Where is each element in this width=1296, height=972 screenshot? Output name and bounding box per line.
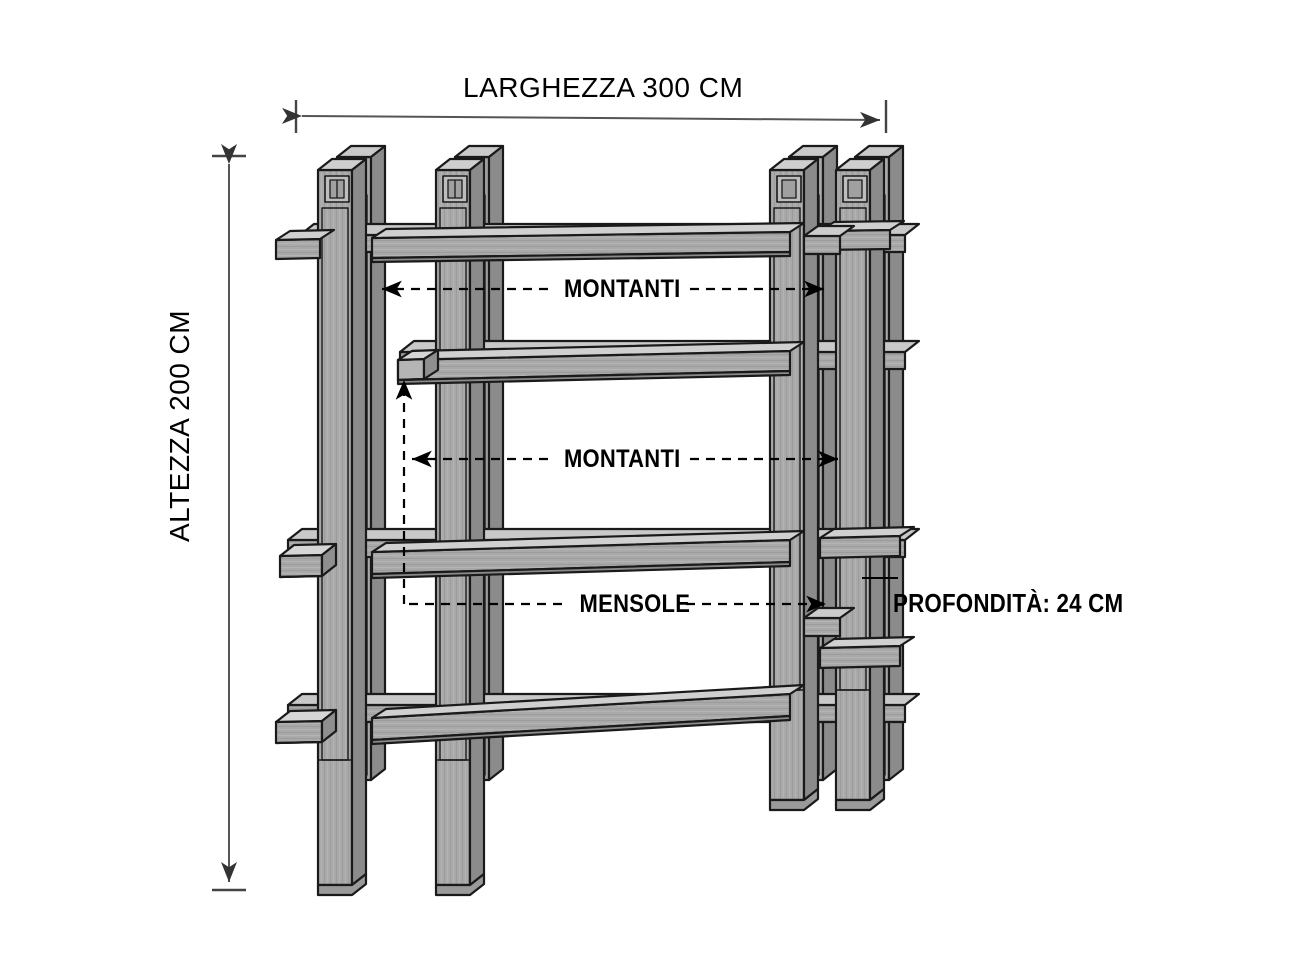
shelf-stub-4-left [274, 708, 338, 745]
post-front-1 [316, 157, 368, 897]
callout-leaders [382, 280, 838, 613]
post-front-3 [768, 157, 820, 812]
callout-label-montanti-mid: MONTANTI [563, 445, 681, 473]
width-dimension-label: LARGHEZZA 300 CM [463, 72, 744, 103]
post-front-2 [434, 157, 486, 897]
shelf-front-2 [396, 340, 806, 386]
shelf-front-4 [370, 683, 806, 746]
shelf-stub-3-left [278, 542, 338, 579]
depth-dimension-label: PROFONDITÀ: 24 CM [893, 588, 1124, 618]
dimension-lines [212, 100, 898, 892]
post-front-4 [834, 157, 886, 812]
shelving-unit [274, 144, 921, 897]
shelf-stub-1-left [274, 228, 336, 261]
callout-label-montanti-top: MONTANTI [563, 275, 681, 303]
shelf-stub-3-right [818, 525, 916, 560]
callout-label-mensole: MENSOLE [579, 590, 691, 618]
shelf-stub-4-right [818, 635, 916, 670]
shelf-front-3 [370, 529, 806, 580]
height-dimension-label: ALTEZZA 200 CM [164, 309, 195, 542]
shelf-stub-2-left [396, 348, 440, 382]
shelf-connector-upper [802, 224, 856, 256]
width-dimension-arrow [281, 107, 881, 128]
shelf-front-1 [370, 221, 806, 264]
